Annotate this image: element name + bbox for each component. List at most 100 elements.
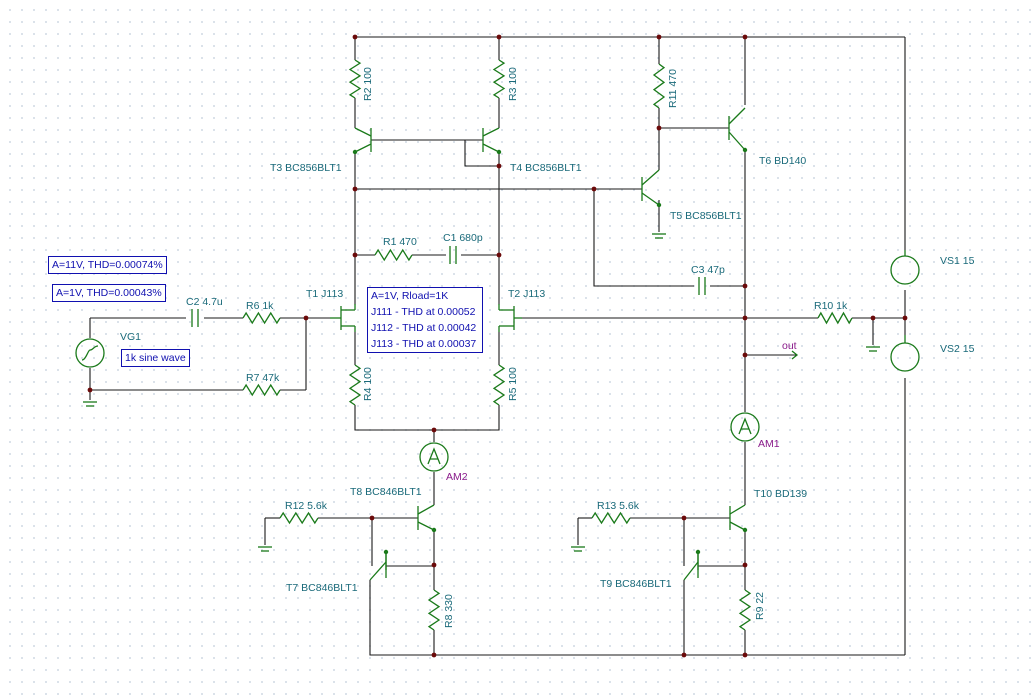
vs2-source [890,342,920,372]
t5-label: T5 BC856BLT1 [670,210,742,222]
r2-label: R2 100 [362,67,374,101]
t1-label: T1 J113 [306,288,343,300]
t4-label: T4 BC856BLT1 [510,162,582,174]
junction-dot [87,387,93,393]
junction-dot [591,186,597,192]
junction-dot [681,652,687,658]
results-line-0: A=1V, Rload=1K [371,290,449,302]
c2-label: C2 4.7u [186,296,223,308]
r4-label: R4 100 [362,367,374,401]
junction-dot [656,125,662,131]
t3-transistor-emitter [354,143,372,153]
t7-transistor-arrow [383,549,389,555]
r9-label: R9 22 [754,592,766,620]
junction-dot [352,34,358,40]
t4-transistor-collector [482,127,500,137]
junction-dot [742,652,748,658]
t5-transistor-emitter [641,192,660,206]
r6-resistor [242,311,281,325]
r6-label: R6 1k [246,300,274,312]
t10-label: T10 BD139 [754,488,807,500]
out-terminal [791,350,799,360]
r11-label: R11 470 [667,69,679,108]
wire [369,580,905,656]
results-line-3: J113 - THD at 0.00037 [371,338,477,350]
r7-label: R7 47k [246,372,280,384]
junction-dot [681,515,687,521]
junction-dot [742,352,748,358]
t8-transistor-emitter [417,521,435,531]
am2-meter [419,442,449,472]
junction-dot [496,34,502,40]
vg1-source [75,338,105,368]
am1-label: AM1 [758,438,780,450]
r5-label: R5 100 [507,367,519,401]
t3-label: T3 BC856BLT1 [270,162,342,174]
t8-label: T8 BC846BLT1 [350,486,422,498]
r10-label: R10 1k [814,300,848,312]
t4-transistor-emitter [482,143,500,153]
junction-dot [369,515,375,521]
junction-dot [742,34,748,40]
r3-label: R3 100 [507,67,519,101]
vs2-label: VS2 15 [940,343,975,355]
junction-dot [742,283,748,289]
junction-dot [352,252,358,258]
t6-transistor-collector [728,107,746,125]
t6-transistor-arrow [742,147,748,153]
t8-transistor-arrow [431,527,437,533]
junction-dot [870,315,876,321]
wires [89,36,906,656]
am2-letter [427,447,441,465]
junction-dot [431,427,437,433]
t9-label: T9 BC846BLT1 [600,578,672,590]
wire [354,405,500,431]
r10-resistor [817,311,853,325]
t6-label: T6 BD140 [759,155,806,167]
c3-label: C3 47p [691,264,725,276]
junction-dot [496,163,502,169]
vg1-label: VG1 [120,331,141,343]
junction-dot [496,252,502,258]
t2-label: T2 J113 [508,288,545,300]
r8-resistor [427,589,441,631]
r3-resistor [492,59,506,99]
vs1-label: VS1 15 [940,255,975,267]
junction-dot [902,315,908,321]
wire [593,189,694,287]
results-annotation: A=1V, Rload=1K J111 - THD at 0.00052 J11… [367,287,484,353]
r2-resistor [348,59,362,99]
vg1-wave [81,345,99,361]
am1-meter [730,412,760,442]
t10-transistor-emitter [729,521,746,531]
t6-transistor-emitter [728,131,746,151]
t9-transistor-arrow [695,549,701,555]
t10-transistor-arrow [742,527,748,533]
r5-resistor [492,364,506,406]
r9-resistor [738,589,752,631]
r12-resistor [279,511,319,525]
vs1-source [890,255,920,285]
junction-dot [742,315,748,321]
am2-label: AM2 [446,471,468,483]
junctions [87,34,908,658]
r13-label: R13 5.6k [597,500,640,512]
r13-resistor [591,511,631,525]
junction-dot [742,562,748,568]
junction-dot [656,34,662,40]
t9-transistor-collector [683,561,699,581]
r4-resistor [348,364,362,406]
junction-dot [303,315,309,321]
labels: R2 100 R3 100 R11 470 T3 BC856BLT1 T4 BC… [120,67,975,628]
junction-dot [431,562,437,568]
am1-letter [738,417,752,435]
t4-transistor-arrow [496,149,502,155]
r8-label: R8 330 [443,594,455,628]
r1-label: R1 470 [383,236,417,248]
results-line-1: J111 - THD at 0.00052 [371,306,476,318]
out-label: out [782,340,797,352]
t10-transistor-collector [729,504,746,515]
components [75,59,920,631]
t8-transistor-collector [417,504,435,515]
